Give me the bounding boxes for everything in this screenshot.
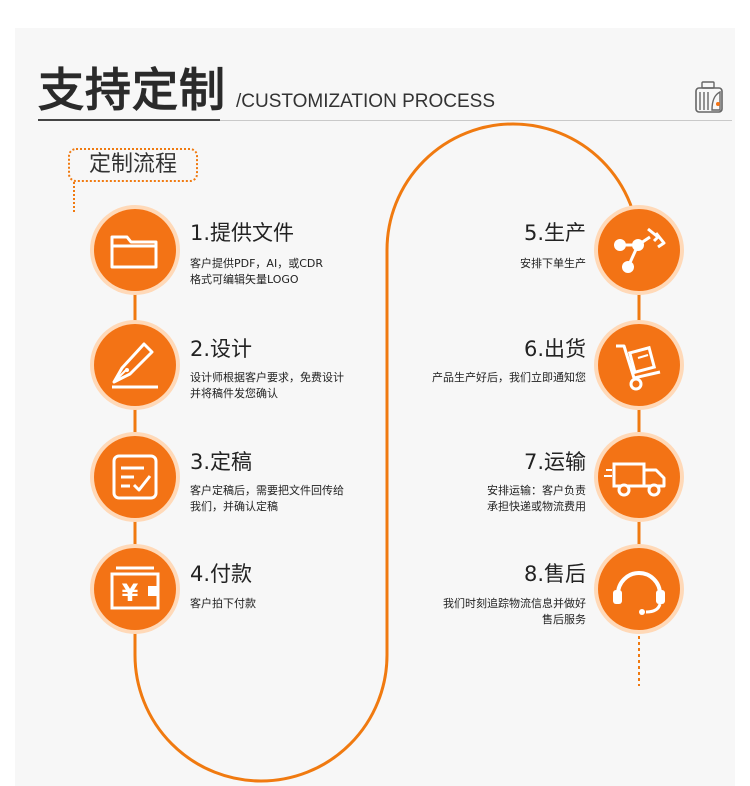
step-8-circle (598, 548, 680, 630)
badge-connector (73, 182, 75, 212)
step-7-desc-line1: 安排运输：客户负责 (487, 484, 586, 497)
title-divider (38, 120, 732, 121)
step-2-desc-line1: 设计师根据客户要求，免费设计 (190, 371, 344, 384)
brand-logo-icon (695, 81, 723, 113)
pen-nib-icon (112, 342, 158, 389)
step-7-circle (598, 436, 680, 518)
step-2-circle (94, 324, 176, 406)
step-6-circle (598, 324, 680, 406)
step-1-desc-line1: 客户提供PDF，AI，或CDR (190, 257, 323, 270)
step-5-circle (598, 209, 680, 291)
step-4-title: 4.付款 (190, 562, 253, 586)
step-6-desc-line1: 产品生产好后，我们立即通知您 (432, 371, 586, 384)
robot-arm-icon (614, 227, 666, 273)
headset-icon (613, 571, 665, 615)
step-5-desc-line1: 安排下单生产 (520, 257, 586, 270)
step-8-desc-line1: 我们时刻追踪物流信息并做好 (443, 597, 586, 610)
step-2-desc-line2: 并将稿件发您确认 (190, 387, 278, 400)
step-7-desc-line2: 承担快递或物流费用 (487, 500, 586, 513)
step-3-circle (94, 436, 176, 518)
page-title: 支持定制 (38, 63, 226, 117)
yen-payment-icon: ¥ (110, 566, 160, 610)
page-subtitle: /CUSTOMIZATION PROCESS (236, 91, 495, 112)
step-1-desc-line2: 格式可编辑矢量LOGO (190, 273, 299, 286)
step-2-title: 2.设计 (190, 337, 253, 361)
step-3-title: 3.定稿 (190, 450, 253, 474)
hand-truck-icon (616, 344, 661, 391)
step-4-desc-line1: 客户拍下付款 (190, 597, 256, 610)
step-1-circle (94, 209, 176, 291)
step-7-title: 7.运输 (523, 450, 586, 474)
step-3-desc-line1: 客户定稿后，需要把文件回传给 (190, 484, 344, 497)
step-1-title: 1.提供文件 (190, 221, 295, 245)
step-6-title: 6.出货 (523, 337, 586, 361)
step-8-title: 8.售后 (523, 562, 586, 586)
process-badge: 定制流程 (68, 148, 198, 182)
svg-text:¥: ¥ (122, 579, 139, 607)
step-3-desc-line2: 我们，并确认定稿 (190, 500, 278, 513)
folder-icon (110, 235, 158, 269)
step-5-title: 5.生产 (523, 221, 586, 245)
step-8-desc-line2: 售后服务 (542, 613, 586, 626)
title-underline (38, 119, 220, 121)
step-4-circle: ¥ (94, 548, 176, 630)
checklist-icon (112, 454, 158, 500)
delivery-truck-icon (604, 462, 666, 497)
